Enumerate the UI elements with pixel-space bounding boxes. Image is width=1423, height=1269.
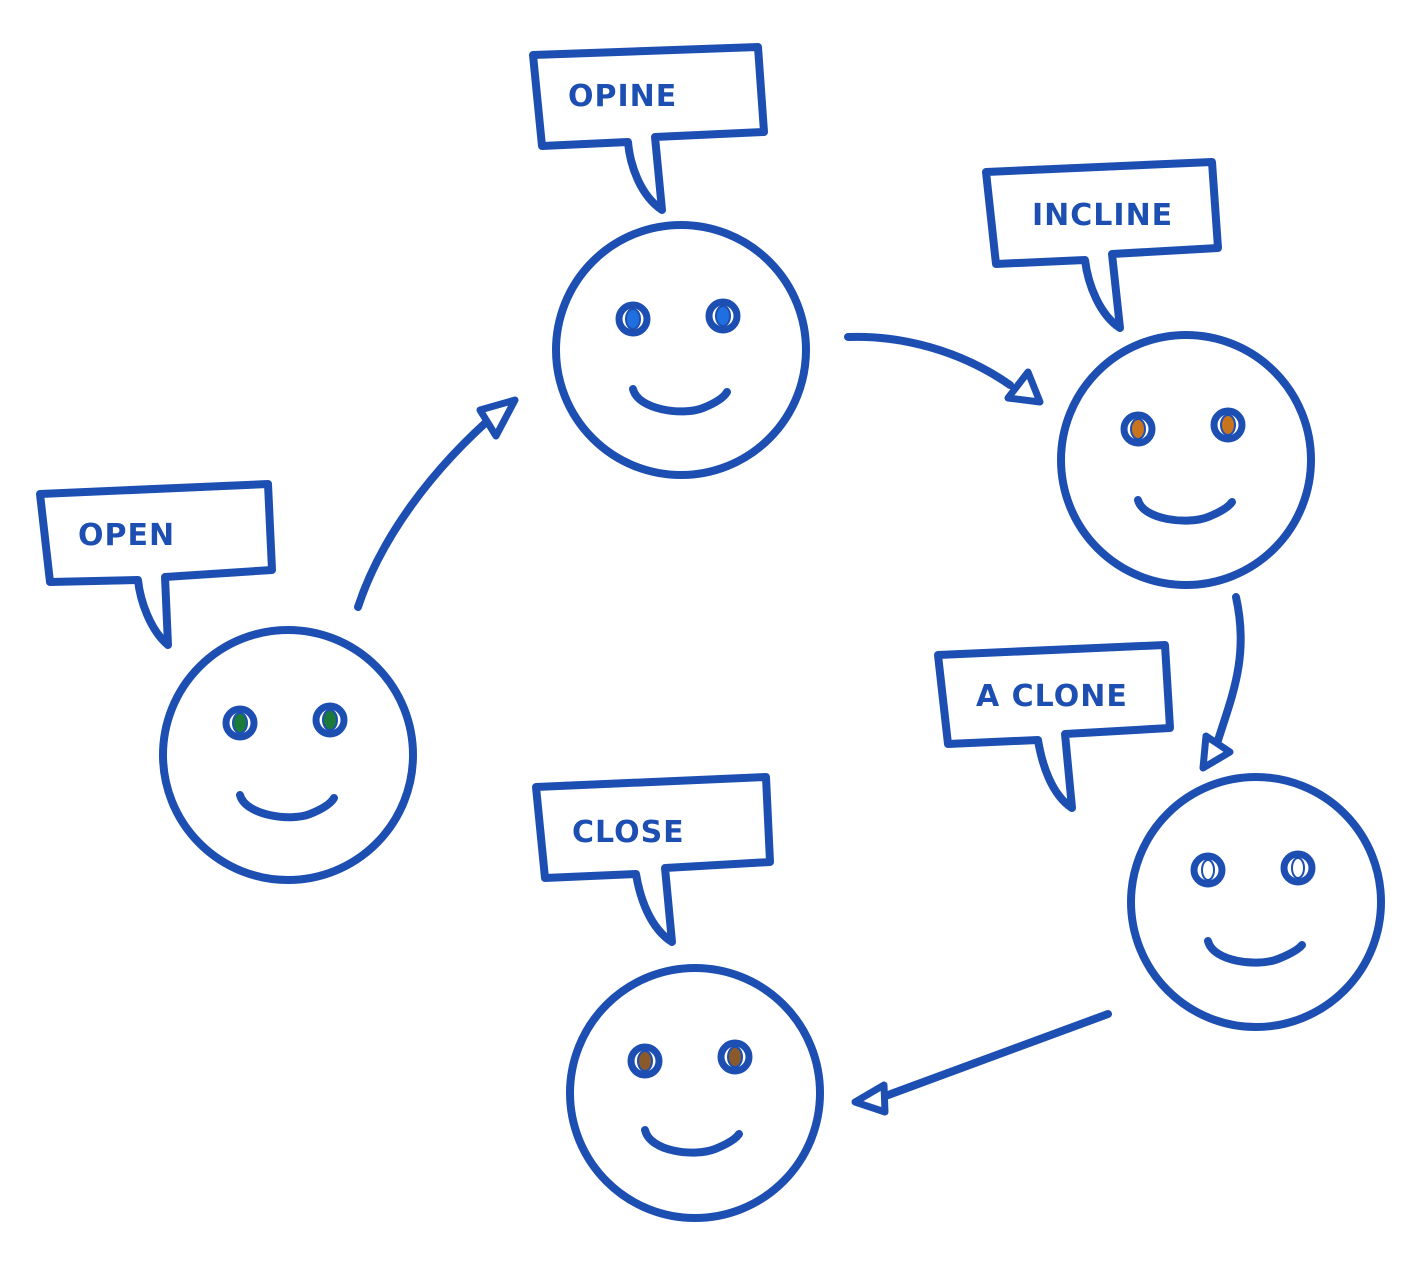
eye-pupil-a-clone — [1201, 859, 1215, 881]
person-incline: INCLINE — [982, 158, 1315, 589]
smiley-face-a-clone — [1127, 773, 1385, 1031]
arrow-opine-to-incline — [844, 332, 1044, 406]
eye-pupil-opine — [625, 308, 641, 330]
speech-bubble-open: OPEN — [36, 480, 276, 649]
person-a-clone: A CLONE — [934, 641, 1385, 1031]
speech-bubble-a-clone: A CLONE — [934, 641, 1174, 812]
smiley-face-opine — [552, 221, 810, 479]
eye-pupil-open — [322, 709, 338, 731]
speech-text-a-clone: A CLONE — [976, 679, 1128, 714]
speech-bubble-close: CLOSE — [532, 773, 774, 946]
speech-text-close: CLOSE — [572, 815, 685, 850]
eye-pupil-incline — [1220, 414, 1236, 436]
person-close: CLOSE — [532, 773, 824, 1222]
person-opine: OPINE — [529, 43, 810, 479]
eye-pupil-close — [637, 1050, 653, 1072]
eye-pupil-a-clone — [1291, 857, 1305, 879]
arrow-open-to-opine — [354, 396, 519, 611]
person-open: OPEN — [36, 480, 417, 884]
speech-bubble-opine: OPINE — [529, 43, 768, 214]
eye-pupil-incline — [1130, 418, 1146, 440]
smiley-face-open — [159, 626, 417, 884]
arrow-incline-to-a-clone — [1199, 593, 1245, 772]
eye-pupil-open — [232, 712, 248, 734]
speech-text-incline: INCLINE — [1032, 198, 1173, 233]
smiley-face-incline — [1057, 331, 1315, 589]
eye-pupil-opine — [715, 305, 731, 327]
speech-text-opine: OPINE — [568, 79, 677, 114]
smiley-face-close — [566, 964, 824, 1222]
arrow-a-clone-to-close — [851, 1010, 1112, 1116]
eye-pupil-close — [727, 1046, 743, 1068]
speech-bubble-incline: INCLINE — [982, 158, 1222, 332]
speech-text-open: OPEN — [78, 518, 175, 553]
